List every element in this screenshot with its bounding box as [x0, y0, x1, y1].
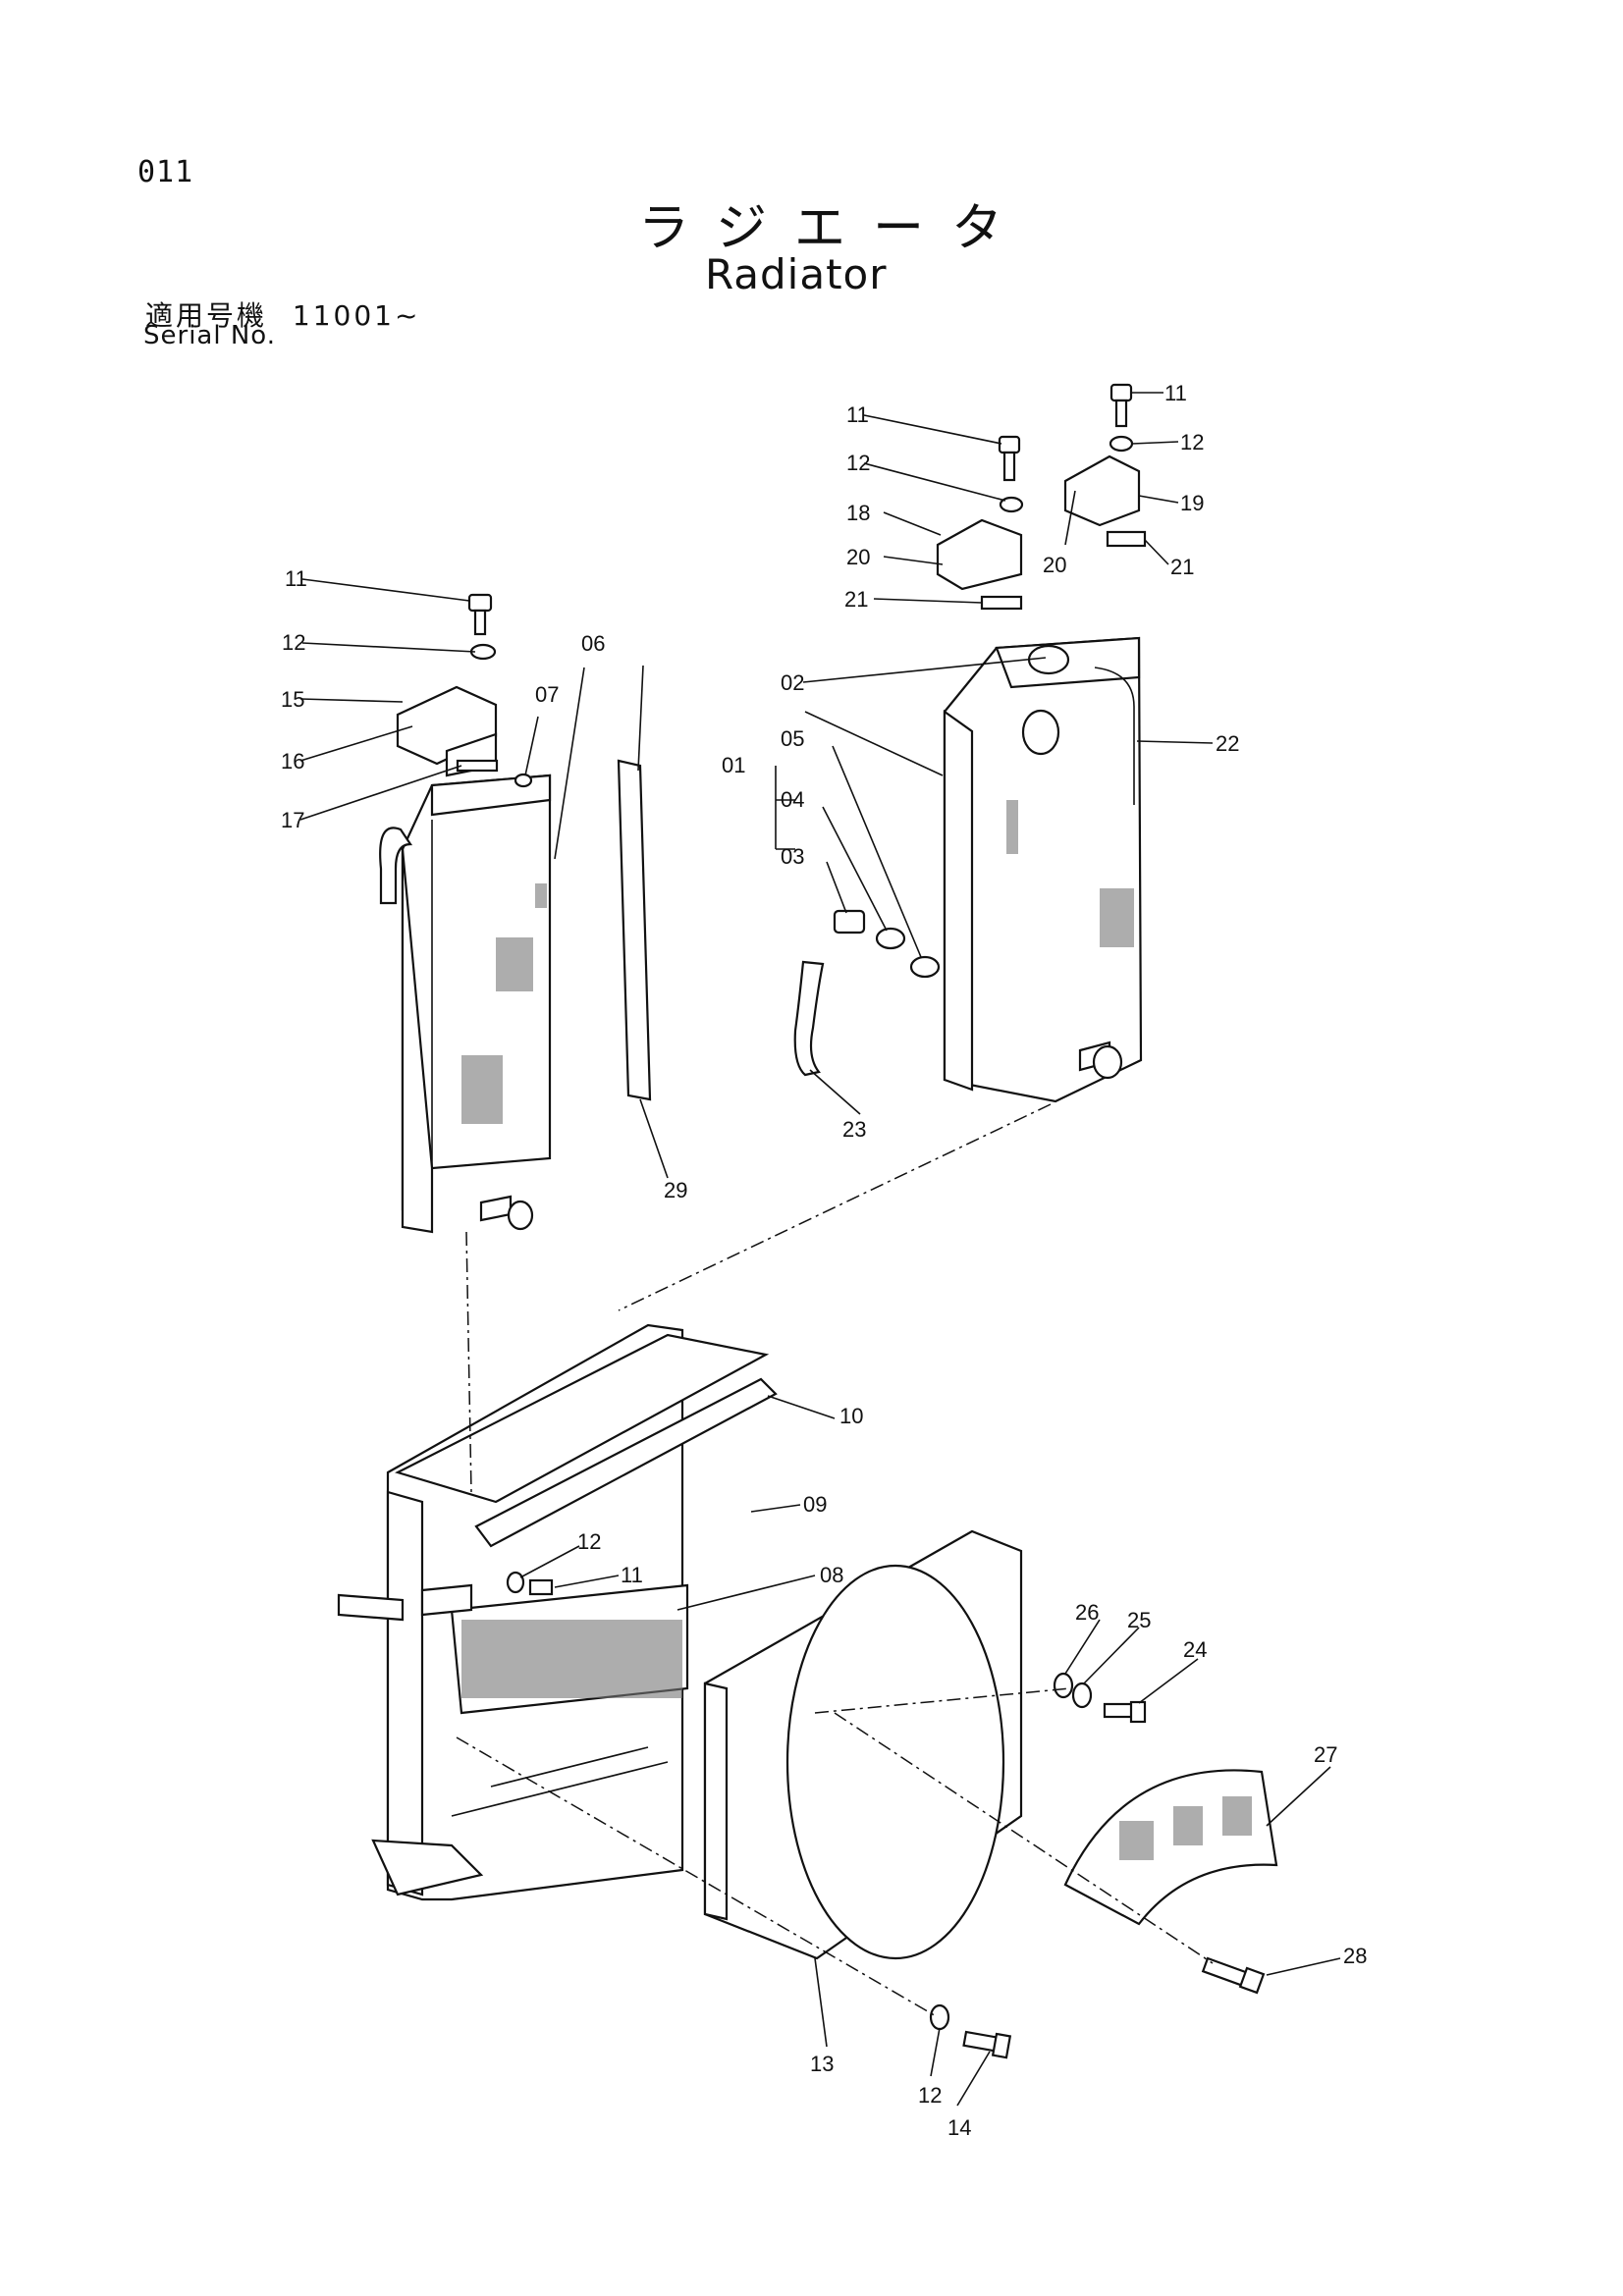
page-number: 011	[137, 155, 194, 189]
serial-value: 11001~	[292, 299, 421, 332]
title-english: Radiator	[705, 250, 888, 298]
callout-11: 11	[285, 566, 307, 591]
callout-22: 22	[1216, 731, 1239, 756]
callout-11: 11	[846, 402, 869, 427]
callout-27: 27	[1314, 1742, 1337, 1767]
serial-line: 適用号機 11001~	[145, 294, 420, 334]
callout-12: 12	[1180, 430, 1204, 454]
callout-17: 17	[281, 808, 304, 832]
callout-07: 07	[535, 682, 559, 707]
callout-12: 12	[846, 451, 870, 475]
callout-11: 11	[621, 1563, 643, 1587]
callout-21: 21	[1170, 555, 1194, 579]
callout-24: 24	[1183, 1637, 1207, 1662]
callout-14: 14	[947, 2115, 971, 2140]
callout-10: 10	[839, 1404, 863, 1428]
callout-12: 12	[918, 2083, 942, 2108]
radiator-frame	[337, 1323, 778, 1901]
callout-15: 15	[281, 687, 304, 712]
callout-02: 02	[781, 670, 804, 695]
upper-bracket-right	[936, 383, 1147, 611]
drain-valve-assembly	[793, 909, 941, 1077]
serial-label-en: Serial No.	[143, 321, 276, 350]
fan-shroud	[703, 1529, 1023, 1960]
callout-11: 11	[1164, 381, 1187, 405]
callout-20: 20	[846, 545, 870, 569]
callout-26: 26	[1075, 1600, 1099, 1625]
callout-09: 09	[803, 1492, 827, 1517]
callout-21: 21	[844, 587, 868, 612]
bolt-28	[1201, 1956, 1266, 1995]
callout-03: 03	[781, 844, 804, 869]
callout-19: 19	[1180, 491, 1204, 515]
fan-guard	[1063, 1769, 1278, 1926]
callout-08: 08	[820, 1563, 843, 1587]
bolt-24	[1053, 1672, 1147, 1724]
callout-25: 25	[1127, 1608, 1151, 1632]
serial-label-jp: 適用号機	[145, 299, 268, 332]
seal-strip	[617, 759, 652, 1101]
callout-29: 29	[664, 1178, 687, 1202]
callout-20: 20	[1043, 553, 1066, 577]
callout-13: 13	[810, 2052, 834, 2076]
callout-01: 01	[722, 753, 745, 777]
callout-12: 12	[282, 630, 305, 655]
callout-05: 05	[781, 726, 804, 751]
callout-12: 12	[577, 1529, 601, 1554]
bolt-14	[929, 2003, 1012, 2059]
bolt-left-top	[467, 593, 497, 661]
callout-23: 23	[842, 1117, 866, 1142]
bolt-frame	[506, 1571, 554, 1596]
callout-16: 16	[281, 749, 304, 774]
title-japanese: ラジエータ	[638, 199, 1030, 258]
main-radiator	[943, 636, 1143, 1103]
upper-bracket-left	[396, 685, 499, 777]
callout-18: 18	[846, 501, 870, 525]
left-radiator-core	[379, 773, 552, 1234]
callout-06: 06	[581, 631, 605, 656]
callout-28: 28	[1343, 1944, 1367, 1968]
callout-04: 04	[781, 787, 804, 812]
